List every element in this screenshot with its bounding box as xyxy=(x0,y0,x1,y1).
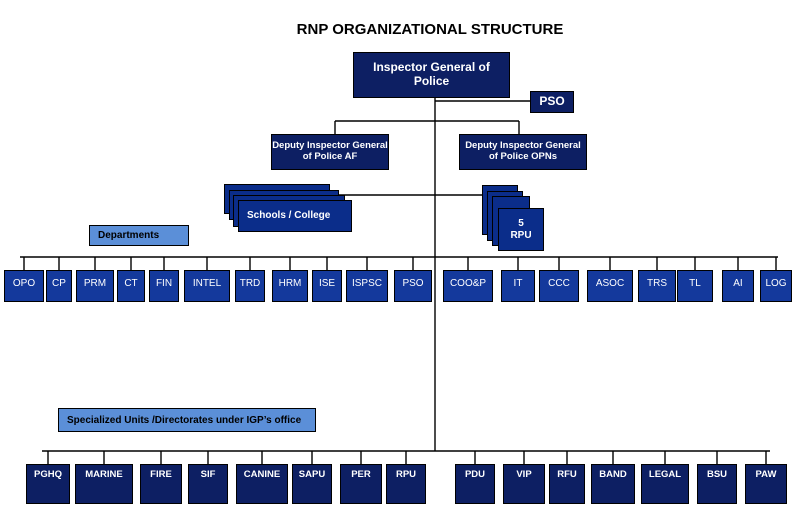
department-box: PSO xyxy=(394,270,432,302)
unit-box: PDU xyxy=(455,464,495,504)
unit-box: VIP xyxy=(503,464,545,504)
department-box: FIN xyxy=(149,270,179,302)
pso-box: PSO xyxy=(530,91,574,113)
department-box: ASOC xyxy=(587,270,633,302)
igp-box: Inspector General of Police xyxy=(353,52,510,98)
department-box: ISE xyxy=(312,270,342,302)
unit-box: SIF xyxy=(188,464,228,504)
department-box: CP xyxy=(46,270,72,302)
dig-af-box: Deputy Inspector General of Police AF xyxy=(271,134,389,170)
unit-box: RFU xyxy=(549,464,585,504)
department-box: AI xyxy=(722,270,754,302)
unit-box: MARINE xyxy=(75,464,133,504)
department-box: OPO xyxy=(4,270,44,302)
unit-box: BAND xyxy=(591,464,635,504)
department-box: TRD xyxy=(235,270,265,302)
department-box: HRM xyxy=(272,270,308,302)
dig-af-label: Deputy Inspector General of Police AF xyxy=(272,140,388,162)
department-box: CT xyxy=(117,270,145,302)
igp-label: Inspector General of Police xyxy=(373,60,490,88)
unit-box: PAW xyxy=(745,464,787,504)
specialized-label-text: Specialized Units /Directorates under IG… xyxy=(67,414,302,426)
pso-label: PSO xyxy=(539,94,565,109)
unit-box: CANINE xyxy=(236,464,288,504)
unit-box: RPU xyxy=(386,464,426,504)
unit-box: PER xyxy=(340,464,382,504)
dig-opns-box: Deputy Inspector General of Police OPNs xyxy=(459,134,587,170)
department-box: TRS xyxy=(638,270,676,302)
rpu-label: RPU xyxy=(510,229,532,241)
specialized-label: Specialized Units /Directorates under IG… xyxy=(58,408,316,432)
unit-box: BSU xyxy=(697,464,737,504)
departments-label: Departments xyxy=(89,225,189,246)
department-box: INTEL xyxy=(184,270,230,302)
department-box: PRM xyxy=(76,270,114,302)
schools-label: Schools / College xyxy=(247,210,331,222)
department-box: COO&P xyxy=(443,270,493,302)
unit-box: LEGAL xyxy=(641,464,689,504)
rpu-count: 5 xyxy=(518,218,524,229)
unit-box: FIRE xyxy=(140,464,182,504)
department-box: TL xyxy=(677,270,713,302)
unit-box: PGHQ xyxy=(26,464,70,504)
rpu-box: 5 RPU xyxy=(498,208,544,251)
dig-opns-label: Deputy Inspector General of Police OPNs xyxy=(465,140,581,162)
departments-label-text: Departments xyxy=(98,230,160,241)
department-box: IT xyxy=(501,270,535,302)
unit-box: SAPU xyxy=(292,464,332,504)
department-box: ISPSC xyxy=(346,270,388,302)
page-title: RNP ORGANIZATIONAL STRUCTURE xyxy=(296,21,564,38)
department-box: CCC xyxy=(539,270,579,302)
department-box: LOG xyxy=(760,270,792,302)
schools-box: Schools / College xyxy=(238,200,352,232)
